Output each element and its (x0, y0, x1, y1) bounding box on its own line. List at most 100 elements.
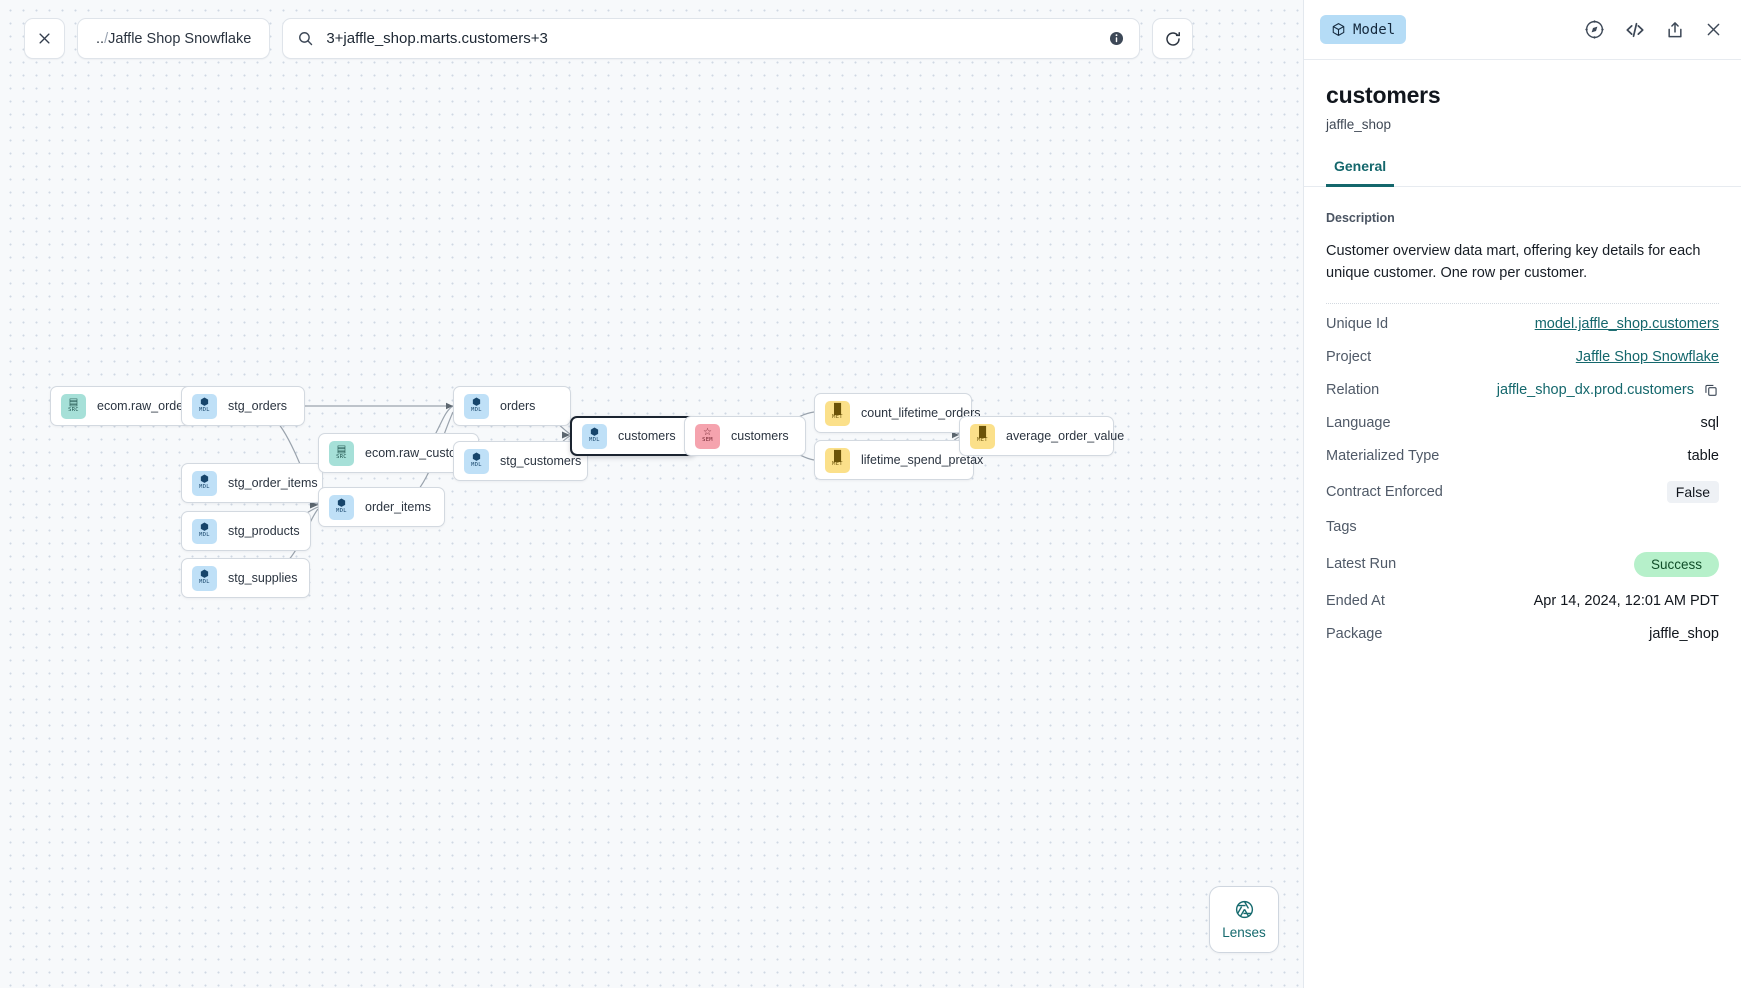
node-type-icon-src: ▤SRC (329, 440, 354, 466)
node-type-icon-mdl: ⬢MDL (464, 448, 489, 474)
panel-body: Description Customer overview data mart,… (1304, 187, 1741, 988)
node-type-icon-sem: ☆SEM (695, 423, 720, 449)
node-type-label: Model (1353, 21, 1396, 38)
tab-general[interactable]: General (1326, 158, 1395, 187)
breadcrumb[interactable]: .. / Jaffle Shop Snowflake (77, 18, 271, 59)
explore-icon[interactable] (1584, 19, 1605, 40)
property-row: Materialized Type table (1326, 440, 1719, 473)
node-type-icon-mdl: ⬢MDL (192, 565, 217, 591)
copy-icon[interactable] (1703, 382, 1719, 398)
property-key: Contract Enforced (1326, 483, 1443, 500)
panel-divider (1326, 302, 1719, 304)
node-type-icon-met: █MET (825, 400, 850, 426)
badge-glyph: ▤ (68, 397, 79, 409)
property-value-text[interactable]: Jaffle Shop Snowflake (1575, 349, 1719, 366)
breadcrumb-prefix: .. (96, 30, 105, 47)
badge-type-text: MDL (471, 462, 482, 469)
badge-type-text: MET (832, 414, 843, 421)
property-value: False (1666, 480, 1719, 503)
graph-node-order_items[interactable]: ⬢MDL order_items (318, 487, 445, 527)
graph-node-label: order_items (365, 500, 431, 514)
node-type-badge: Model (1320, 15, 1407, 44)
property-value: Success (1633, 551, 1719, 577)
node-type-icon-src: ▤SRC (61, 393, 86, 419)
property-value-text: False (1666, 480, 1719, 503)
graph-node-label: count_lifetime_orders (861, 406, 981, 420)
graph-node-label: lifetime_spend_pretax (861, 453, 984, 467)
lenses-button[interactable]: Lenses (1209, 886, 1279, 953)
panel-header: Model (1304, 0, 1741, 60)
details-panel: Model customers jaffle_shop (1303, 0, 1741, 988)
property-value: Apr 14, 2024, 12:01 AM PDT (1534, 593, 1719, 609)
graph-node-stg_order_items[interactable]: ⬢MDL stg_order_items (181, 463, 323, 503)
node-type-icon-met: █MET (970, 423, 995, 449)
node-type-icon-met: █MET (825, 447, 850, 473)
property-key: Ended At (1326, 593, 1385, 610)
badge-glyph: █ (833, 451, 842, 463)
lineage-canvas[interactable]: .. / Jaffle Shop Snowflake 3+jaffle_shop… (0, 0, 1303, 988)
badge-glyph: ⬢ (200, 569, 209, 581)
info-icon[interactable] (1108, 30, 1125, 47)
badge-type-text: MDL (199, 579, 210, 586)
badge-type-text: MDL (336, 508, 347, 515)
node-type-icon-mdl: ⬢MDL (192, 393, 217, 419)
property-key: Project (1326, 349, 1372, 366)
property-value-text: table (1687, 448, 1719, 465)
node-type-icon-mdl: ⬢MDL (192, 470, 217, 496)
badge-glyph: ⬢ (472, 397, 481, 409)
badge-glyph: █ (833, 404, 842, 416)
graph-node-count_lifetime_orders[interactable]: █MET count_lifetime_orders (814, 393, 981, 433)
badge-glyph: █ (978, 427, 987, 439)
badge-type-text: MDL (199, 407, 210, 414)
property-value: table (1688, 448, 1719, 464)
description-text: Customer overview data mart, offering ke… (1326, 243, 1701, 282)
page-title: customers (1326, 82, 1441, 108)
share-icon[interactable] (1665, 20, 1685, 40)
graph-node-label: stg_order_items (228, 476, 318, 490)
property-value-text[interactable]: model.jaffle_shop.customers (1534, 316, 1719, 333)
close-graph-button[interactable] (24, 18, 65, 59)
badge-type-text: MET (977, 437, 988, 444)
graph-node-lifetime_spend_pretax[interactable]: █MET lifetime_spend_pretax (814, 440, 983, 480)
property-key: Materialized Type (1326, 448, 1440, 465)
close-icon (37, 31, 52, 46)
close-icon[interactable] (1704, 20, 1723, 39)
code-icon[interactable] (1624, 19, 1646, 41)
property-value-text: jaffle_shop (1649, 626, 1719, 643)
badge-type-text: SRC (336, 454, 347, 461)
badge-glyph: ⬢ (337, 498, 346, 510)
search-input[interactable]: 3+jaffle_shop.marts.customers+3 (282, 18, 1141, 59)
breadcrumb-project: Jaffle Shop Snowflake (108, 30, 252, 47)
graph-node-customers_semantic[interactable]: ☆SEM customers (684, 416, 806, 456)
cube-icon (1331, 22, 1346, 37)
property-key: Latest Run (1326, 556, 1397, 573)
graph-node-label: customers (731, 429, 789, 443)
panel-heading: customers jaffle_shop (1304, 60, 1741, 132)
badge-glyph: ⬢ (200, 522, 209, 534)
property-key: Unique Id (1326, 316, 1389, 333)
status-badge: Success (1633, 551, 1719, 577)
property-key: Relation (1326, 382, 1380, 399)
property-value: sql (1700, 415, 1719, 431)
property-row: Project Jaffle Shop Snowflake (1326, 341, 1719, 374)
refresh-icon (1164, 30, 1182, 48)
node-type-icon-mdl: ⬢MDL (192, 518, 217, 544)
refresh-button[interactable] (1152, 18, 1194, 59)
property-key: Tags (1326, 519, 1357, 536)
badge-glyph: ☆ (703, 427, 712, 439)
node-type-icon-mdl: ⬢MDL (329, 494, 354, 520)
property-row: Latest Run Success (1326, 544, 1719, 585)
